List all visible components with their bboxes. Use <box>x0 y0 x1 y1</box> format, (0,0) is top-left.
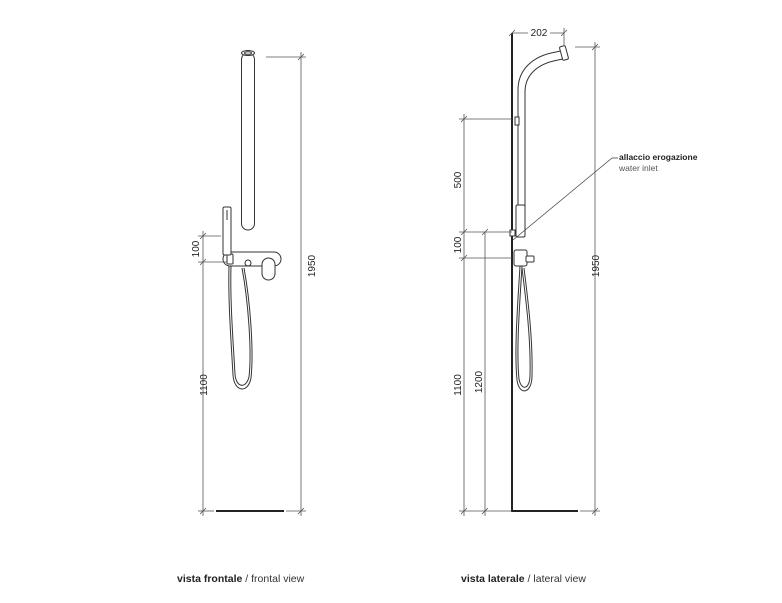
lateral-dim-202-label: 202 <box>531 28 548 39</box>
lateral-mixer <box>509 204 535 267</box>
lateral-caption-bold: vista laterale <box>461 573 525 585</box>
lateral-dim-1200-label: 1200 <box>474 370 485 393</box>
frontal-shower-column <box>241 50 255 231</box>
frontal-dim-1950 <box>266 52 306 516</box>
lateral-dim-100-label: 100 <box>453 236 464 253</box>
lateral-dim-1950 <box>575 42 600 516</box>
frontal-dim-1100-label: 1100 <box>199 374 210 396</box>
frontal-dim-1950-label: 1950 <box>307 254 318 277</box>
lateral-view: allaccio erogazione water inlet 202 1950 <box>453 26 698 585</box>
frontal-hose <box>228 265 253 390</box>
frontal-view: 1950 100 1100 vista frontale / frontal v… <box>177 50 318 585</box>
frontal-caption-light: frontal view <box>251 573 305 585</box>
lateral-hose <box>515 265 533 392</box>
frontal-caption-separator: / <box>242 573 251 585</box>
frontal-caption: vista frontale / frontal view <box>177 573 305 585</box>
lateral-callout-bold: allaccio erogazione <box>619 152 698 162</box>
lateral-dim-500-label: 500 <box>453 171 464 188</box>
lateral-caption-light: lateral view <box>533 573 586 585</box>
lateral-callout-light: water inlet <box>618 163 658 173</box>
frontal-hand-shower <box>222 206 232 256</box>
frontal-caption-bold: vista frontale <box>177 573 243 585</box>
frontal-dim-left <box>198 231 227 516</box>
lateral-caption: vista laterale / lateral view <box>461 573 586 585</box>
lateral-dim-1100-label: 1100 <box>453 374 464 396</box>
lateral-dim-1200 <box>481 228 489 516</box>
lateral-shower-column <box>514 45 569 232</box>
lateral-dim-chain-outer <box>459 114 512 516</box>
lateral-caption-separator: / <box>525 573 534 585</box>
frontal-mixer <box>222 251 282 281</box>
lateral-dim-1950-label: 1950 <box>591 254 602 277</box>
lateral-callout-line <box>512 157 613 241</box>
frontal-dim-100-label: 100 <box>191 240 202 257</box>
